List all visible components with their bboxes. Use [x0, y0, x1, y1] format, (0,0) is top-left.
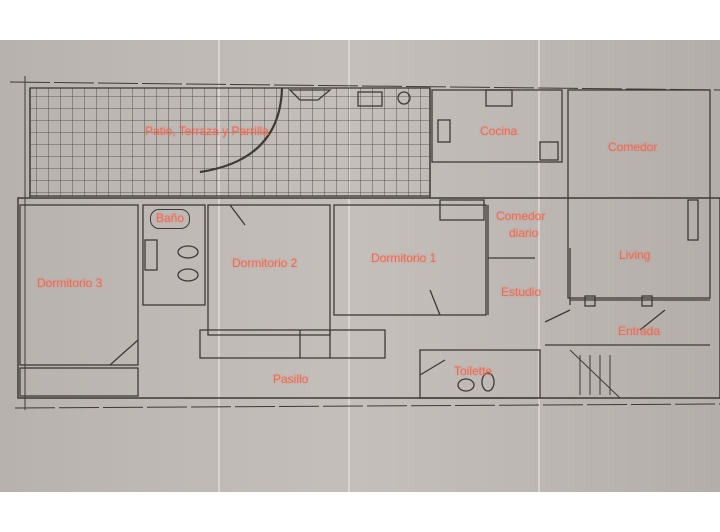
room-label-pasillo: Pasillo: [273, 372, 309, 386]
room-label-dormitorio-3: Dormitorio 3: [37, 276, 103, 290]
room-label-comedor-diario-2: diario: [509, 226, 539, 240]
room-label-comedor: Comedor: [608, 140, 658, 154]
paper-fold: [538, 40, 540, 492]
room-label-bano: Baño: [156, 211, 185, 225]
room-label-comedor-diario: Comedor: [496, 209, 546, 223]
room-label-living: Living: [619, 248, 651, 262]
room-label-entrada: Entrada: [618, 324, 661, 338]
room-label-dormitorio-2: Dormitorio 2: [232, 256, 298, 270]
paper-fold: [218, 40, 220, 492]
bathtub-outline: [150, 209, 190, 229]
paper-fold: [348, 40, 350, 492]
room-label-cocina: Cocina: [480, 124, 518, 138]
room-label-toilette: Toilette: [454, 364, 493, 378]
room-label-patio: Patio, Terraza y Parrilla: [145, 124, 269, 138]
room-label-estudio: Estudio: [501, 285, 542, 299]
floor-plan-drawing: [9, 76, 720, 410]
room-label-dormitorio-1: Dormitorio 1: [371, 251, 437, 265]
